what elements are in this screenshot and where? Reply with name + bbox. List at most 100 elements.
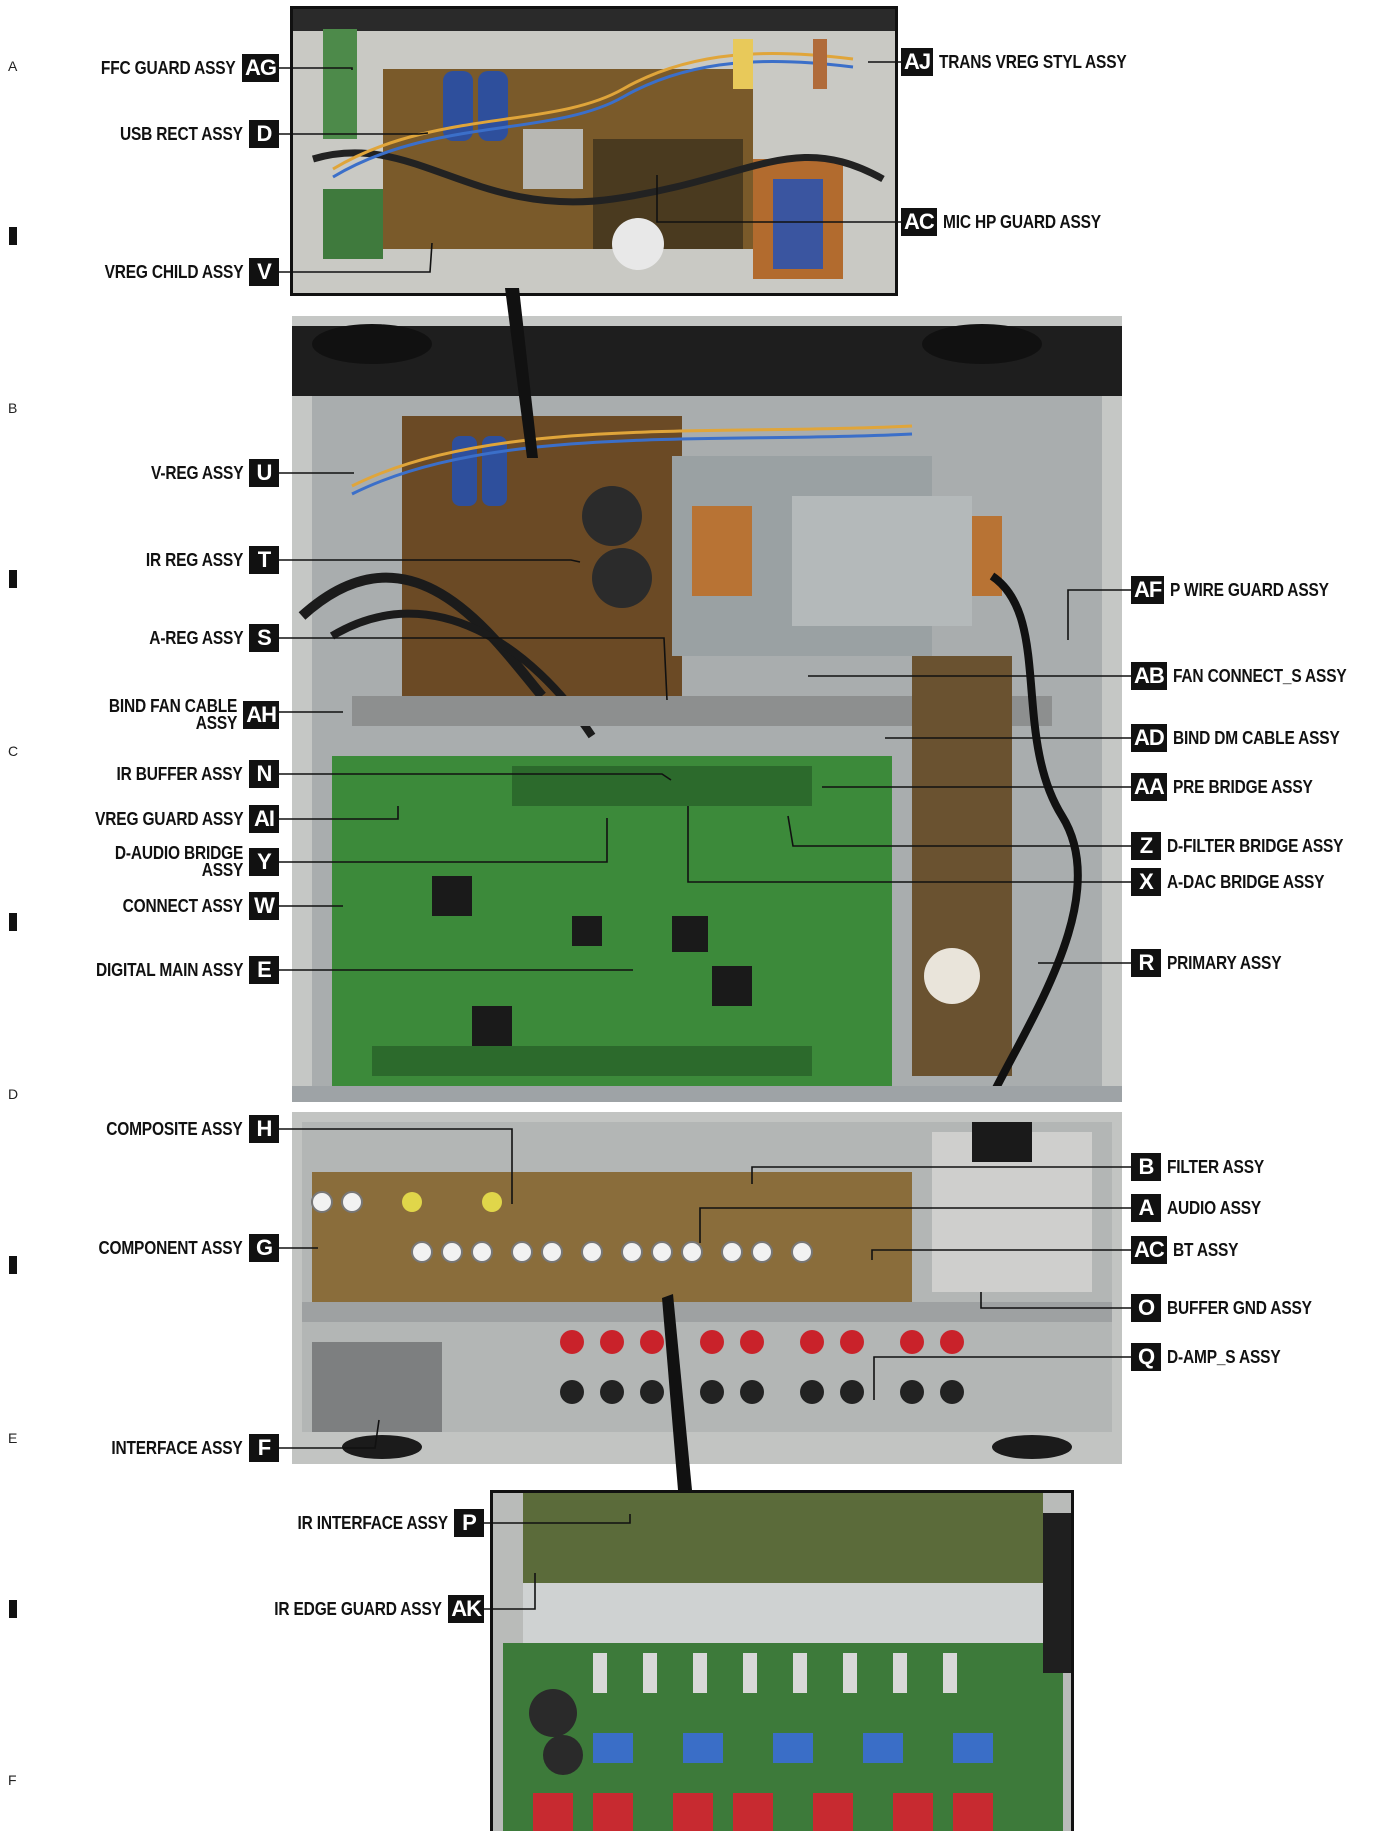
label-text: AUDIO ASSY — [1167, 1197, 1262, 1218]
label-code-badge: G — [249, 1234, 279, 1262]
label-buffer-gnd-assy: O BUFFER GND ASSY — [1131, 1293, 1335, 1323]
label-code-badge: U — [249, 459, 279, 487]
label-text: COMPONENT ASSY — [98, 1237, 243, 1258]
label-ir-edge-guard-assy: IR EDGE GUARD ASSY AK — [247, 1594, 484, 1624]
label-text: A-DAC BRIDGE ASSY — [1167, 871, 1325, 892]
label-bt-assy: AC BT ASSY — [1131, 1235, 1249, 1265]
label-text: TRANS VREG STYL ASSY — [939, 51, 1127, 72]
row-letter-b: B — [8, 400, 18, 416]
label-code-badge: AJ — [901, 48, 934, 76]
label-code-badge: AC — [1131, 1236, 1167, 1264]
label-p-wire-guard-assy: AF P WIRE GUARD ASSY — [1131, 575, 1355, 605]
label-text: BT ASSY — [1172, 1239, 1239, 1260]
label-code-badge: W — [249, 892, 279, 920]
inset-photo-power-supply — [290, 6, 898, 296]
label-text: D-AMP_S ASSY — [1167, 1346, 1281, 1367]
label-composite-assy: COMPOSITE ASSY H — [84, 1114, 279, 1144]
inset-photo-amplifier-board — [490, 1490, 1074, 1831]
label-text-two-line: D-AUDIO BRIDGE ASSY — [114, 843, 244, 880]
label-text-line2: ASSY — [195, 713, 238, 733]
label-code-badge: AK — [448, 1595, 484, 1623]
label-ir-interface-assy: IR INTERFACE ASSY P — [273, 1508, 484, 1538]
label-code-badge: N — [249, 760, 279, 788]
row-letter-c: C — [8, 743, 19, 759]
label-text: IR EDGE GUARD ASSY — [274, 1598, 443, 1619]
label-text: PRE BRIDGE ASSY — [1172, 776, 1313, 797]
label-code-badge: B — [1131, 1153, 1161, 1181]
label-text: V-REG ASSY — [150, 462, 244, 483]
label-code-badge: R — [1131, 949, 1161, 977]
row-letter-e: E — [8, 1430, 18, 1446]
label-text: DIGITAL MAIN ASSY — [95, 959, 243, 980]
label-code-badge: X — [1131, 868, 1161, 896]
label-code-badge: P — [454, 1509, 484, 1537]
label-v-reg-assy: V-REG ASSY U — [136, 458, 279, 488]
label-bind-fan-cable-assy: BIND FAN CABLE ASSY AH — [88, 697, 279, 733]
label-text: PRIMARY ASSY — [1167, 952, 1282, 973]
label-text: FAN CONNECT_S ASSY — [1172, 665, 1347, 686]
row-tick-5 — [9, 1600, 17, 1618]
label-audio-assy: A AUDIO ASSY — [1131, 1193, 1276, 1223]
row-tick-4 — [9, 1256, 17, 1274]
label-code-badge: AD — [1131, 724, 1167, 752]
row-tick-1 — [9, 227, 17, 245]
label-a-dac-bridge-assy: X A-DAC BRIDGE ASSY — [1131, 867, 1350, 897]
label-mic-hp-guard-assy: AC MIC HP GUARD ASSY — [901, 207, 1126, 237]
label-ffc-guard-assy: FFC GUARD ASSY AG — [79, 53, 279, 83]
row-letter-a: A — [8, 58, 18, 74]
label-code-badge: AA — [1131, 773, 1167, 801]
label-text: A-REG ASSY — [148, 627, 243, 648]
label-code-badge: AG — [242, 54, 279, 82]
label-text: VREG CHILD ASSY — [104, 261, 243, 282]
label-d-audio-bridge-assy: D-AUDIO BRIDGE ASSY Y — [94, 844, 279, 880]
label-interface-assy: INTERFACE ASSY F — [90, 1433, 279, 1463]
label-text: INTERFACE ASSY — [111, 1437, 243, 1458]
label-code-badge: F — [249, 1434, 279, 1462]
label-text: IR BUFFER ASSY — [116, 763, 243, 784]
label-text: BIND DM CABLE ASSY — [1172, 727, 1340, 748]
label-primary-assy: R PRIMARY ASSY — [1131, 948, 1300, 978]
row-tick-3 — [9, 913, 17, 931]
label-text: VREG GUARD ASSY — [94, 808, 243, 829]
label-d-filter-bridge-assy: Z D-FILTER BRIDGE ASSY — [1131, 831, 1372, 861]
label-code-badge: O — [1131, 1294, 1161, 1322]
label-text: USB RECT ASSY — [120, 123, 243, 144]
label-code-badge: Q — [1131, 1343, 1161, 1371]
row-letter-d: D — [8, 1086, 19, 1102]
rear-panel-photo — [292, 1112, 1122, 1464]
label-text: IR REG ASSY — [145, 549, 244, 570]
label-connect-assy: CONNECT ASSY W — [103, 891, 279, 921]
label-text-line2: ASSY — [201, 860, 244, 880]
label-text-two-line: BIND FAN CABLE ASSY — [108, 696, 238, 733]
label-text: COMPOSITE ASSY — [106, 1118, 244, 1139]
label-text: IR INTERFACE ASSY — [297, 1512, 449, 1533]
label-text: D-FILTER BRIDGE ASSY — [1167, 835, 1344, 856]
label-component-assy: COMPONENT ASSY G — [75, 1233, 279, 1263]
label-code-badge: A — [1131, 1194, 1161, 1222]
row-tick-2 — [9, 570, 17, 588]
label-fan-connect-s-assy: AB FAN CONNECT_S ASSY — [1131, 661, 1375, 691]
label-d-amp-s-assy: Q D-AMP_S ASSY — [1131, 1342, 1299, 1372]
label-code-badge: Y — [249, 848, 279, 876]
label-text-line1: BIND FAN CABLE — [108, 696, 238, 716]
label-text: MIC HP GUARD ASSY — [942, 211, 1101, 232]
label-code-badge: D — [249, 120, 279, 148]
main-photo-top-view — [292, 316, 1122, 1102]
label-code-badge: AC — [901, 208, 937, 236]
label-text: BUFFER GND ASSY — [1167, 1297, 1312, 1318]
label-filter-assy: B FILTER ASSY — [1131, 1152, 1280, 1182]
label-code-badge: AH — [243, 701, 279, 729]
label-ir-buffer-assy: IR BUFFER ASSY N — [96, 759, 279, 789]
label-vreg-child-assy: VREG CHILD ASSY V — [82, 257, 279, 287]
row-letter-f: F — [8, 1772, 17, 1788]
label-trans-vreg-styl-assy: AJ TRANS VREG STYL ASSY — [901, 47, 1157, 77]
label-text: FFC GUARD ASSY — [101, 57, 236, 78]
label-digital-main-assy: DIGITAL MAIN ASSY E — [72, 955, 279, 985]
label-bind-dm-cable-assy: AD BIND DM CABLE ASSY — [1131, 723, 1367, 753]
label-text-line1: D-AUDIO BRIDGE — [114, 843, 243, 863]
label-text: P WIRE GUARD ASSY — [1170, 579, 1330, 600]
label-code-badge: V — [249, 258, 279, 286]
label-code-badge: T — [249, 546, 279, 574]
label-code-badge: AF — [1131, 576, 1165, 604]
label-a-reg-assy: A-REG ASSY S — [134, 623, 279, 653]
